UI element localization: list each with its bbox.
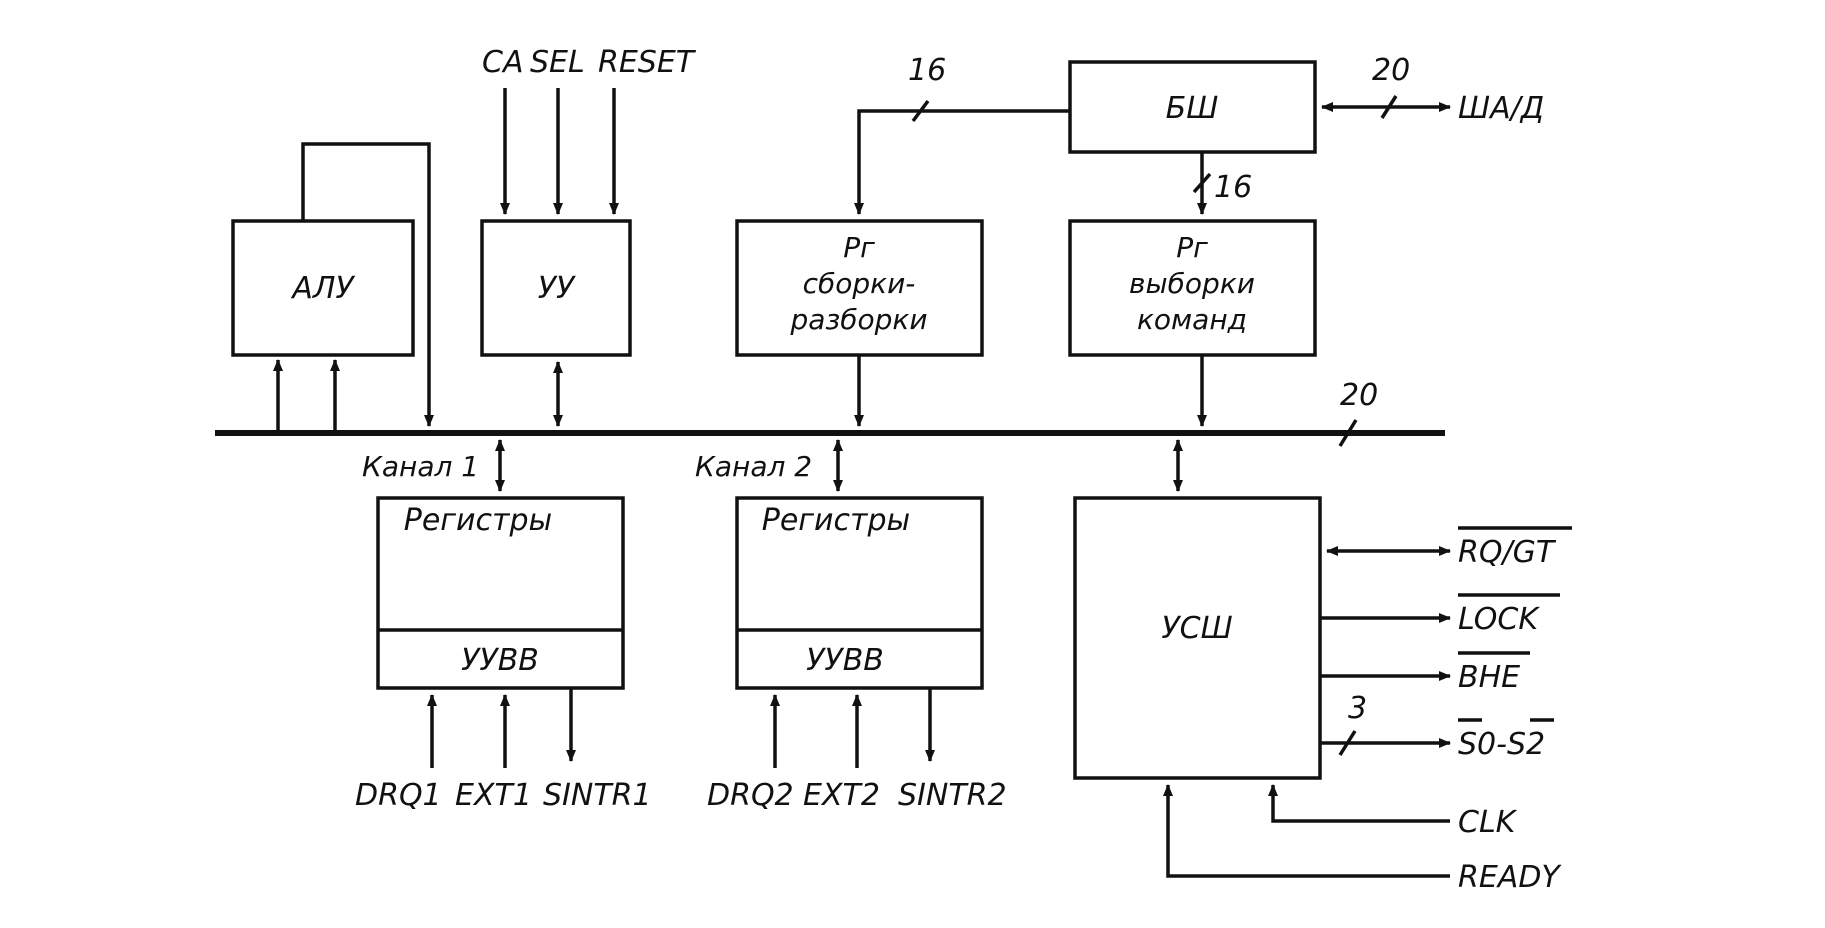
- ext2-label: EXT2: [803, 778, 880, 813]
- clk-line: [1268, 784, 1450, 823]
- lock-label: LOCK: [1458, 602, 1540, 637]
- uuvv2-label: УУВВ: [806, 643, 884, 678]
- reset-label: RESET: [598, 45, 697, 80]
- alu-label: АЛУ: [290, 271, 355, 306]
- drq2-label: DRQ2: [707, 778, 794, 813]
- uu-label: УУ: [538, 271, 576, 306]
- bsh-rg-width-tick: [911, 99, 930, 123]
- rg-sborki-line2: сборки-: [803, 267, 916, 300]
- ready-label: READY: [1458, 860, 1562, 895]
- bsh-block: [1068, 60, 1317, 154]
- rg-vyborki-line1: Рг: [1176, 231, 1208, 264]
- sha-d-label: ША/Д: [1458, 91, 1544, 126]
- uuvv1-label: УУВВ: [461, 643, 539, 678]
- channel1-label: Канал 1: [362, 450, 479, 483]
- sintr1-label: SINTR1: [543, 778, 652, 813]
- usch-label: УСШ: [1161, 611, 1232, 646]
- rq-gt-label: RQ/GT: [1458, 535, 1557, 570]
- bsh-label: БШ: [1166, 91, 1219, 126]
- bsh-external-width: 20: [1372, 53, 1410, 88]
- rg-vyborki-line3: команд: [1137, 303, 1247, 336]
- rg-vyborki-line2: выборки: [1129, 267, 1255, 300]
- s0-s2-label: S0-S2: [1458, 727, 1545, 762]
- registers2-block: [735, 496, 984, 690]
- internal-bus-width: 20: [1340, 378, 1378, 413]
- drq1-label: DRQ1: [355, 778, 442, 813]
- sintr2-label: SINTR2: [898, 778, 1007, 813]
- bsh-rg-width: 16: [908, 53, 946, 88]
- alu-output-line: [301, 142, 434, 427]
- alu-block: [231, 219, 415, 357]
- clk-label: CLK: [1458, 805, 1518, 840]
- bsh-to-rg-sborki-line: [854, 109, 1070, 215]
- rg-sborki-line1: Рг: [843, 231, 875, 264]
- registers1-block: [376, 496, 625, 690]
- channel2-label: Канал 2: [695, 450, 812, 483]
- registers1-label: Регистры: [404, 503, 553, 538]
- bsh-external-width-tick: [1380, 95, 1398, 119]
- s0-s2-width: 3: [1348, 691, 1367, 726]
- bsh-rgv-width-tick: [1192, 172, 1212, 194]
- ca-label: CA: [482, 45, 523, 80]
- rg-sborki-line3: разборки: [789, 303, 927, 336]
- registers2-label: Регистры: [762, 503, 911, 538]
- uu-block: [480, 219, 632, 357]
- bus-width-tick: [1338, 419, 1358, 447]
- bhe-label: BHE: [1458, 660, 1520, 695]
- ready-line: [1163, 784, 1450, 878]
- sel-label: SEL: [530, 45, 585, 80]
- usch-block: [1073, 496, 1322, 780]
- bsh-rgv-width: 16: [1214, 170, 1252, 205]
- s0-s2-width-tick: [1338, 730, 1357, 756]
- ext1-label: EXT1: [455, 778, 532, 813]
- rg-vyborki-block: [1068, 219, 1317, 357]
